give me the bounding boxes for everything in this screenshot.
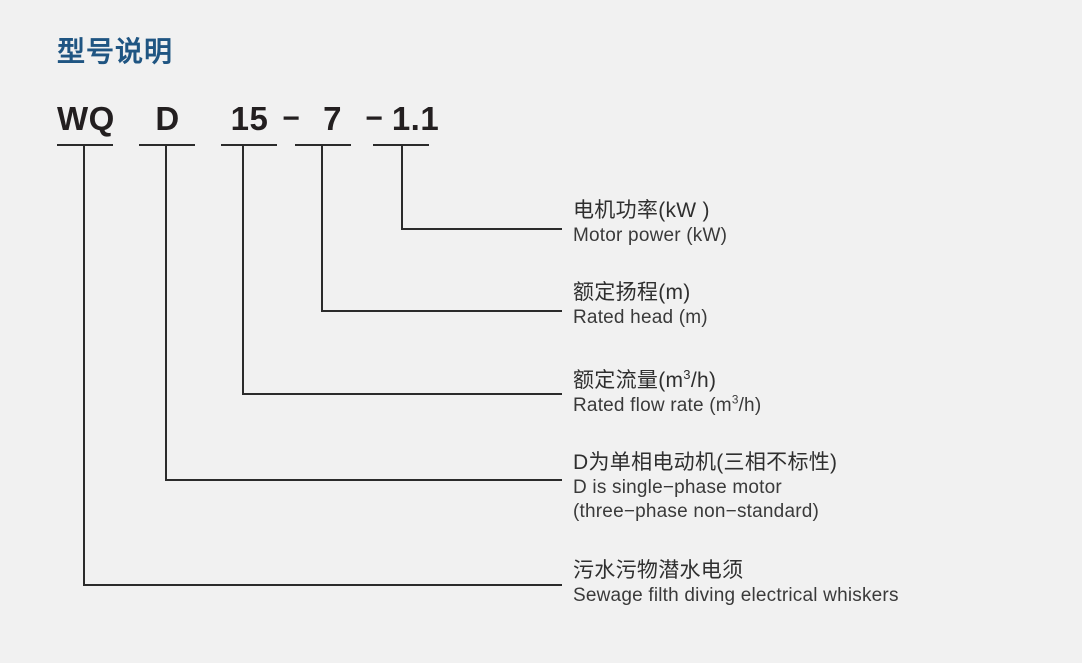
callout-single-phase-motor: D为单相电动机(三相不标性) D is single−phase motor (…: [573, 450, 837, 524]
callout-rated-flow-rate: 额定流量(m3/h) Rated flow rate (m3/h): [573, 368, 761, 418]
callout-rated-flow-rate-cn-prefix: 额定流量(m: [573, 369, 684, 392]
callout-sewage-submersible-pump: 污水污物潜水电须 Sewage filth diving electrical …: [573, 558, 899, 608]
callout-single-phase-motor-cn: D为单相电动机(三相不标性): [573, 451, 838, 474]
code-segment-1-1: 1.1: [391, 100, 440, 137]
model-code-row: WQ D 15 − 7 − 1.1: [57, 99, 444, 141]
callout-rated-head: 额定扬程(m) Rated head (m): [573, 280, 708, 330]
callout-rated-flow-rate-en-superscript: 3: [731, 393, 739, 407]
callout-rated-head-en: Rated head (m): [573, 307, 708, 328]
callout-rated-flow-rate-en-prefix: Rated flow rate (m: [573, 395, 732, 416]
code-segment-wq: WQ: [57, 100, 115, 137]
callout-single-phase-motor-en: D is single−phase motor: [573, 477, 782, 498]
code-separator-1: −: [282, 102, 300, 135]
leader-line-motor-power: [400, 145, 562, 231]
code-segment-15: 15: [230, 100, 269, 137]
code-segment-d: D: [155, 100, 180, 137]
leader-line-single-phase-motor: [164, 145, 562, 482]
callout-single-phase-motor-en2: (three−phase non−standard): [573, 501, 820, 522]
leader-line-rated-flow-rate: [241, 145, 562, 396]
callout-rated-flow-rate-en: Rated flow rate (m3/h): [573, 394, 761, 418]
leader-line-sewage-submersible-pump: [82, 145, 562, 587]
callout-rated-head-cn: 额定扬程(m): [573, 281, 691, 304]
leader-line-rated-head: [320, 145, 562, 313]
callout-rated-flow-rate-cn-superscript: 3: [683, 367, 691, 382]
page-title: 型号说明: [57, 36, 174, 67]
callout-sewage-submersible-pump-en: Sewage filth diving electrical whiskers: [573, 585, 899, 606]
callout-motor-power-cn: 电机功率(kW ): [573, 199, 710, 222]
callout-motor-power: 电机功率(kW ) Motor power (kW): [573, 198, 727, 248]
code-separator-2: −: [365, 102, 383, 135]
callout-rated-flow-rate-cn-suffix: /h): [690, 369, 717, 392]
code-segment-7: 7: [323, 100, 342, 137]
callout-motor-power-en: Motor power (kW): [573, 225, 728, 246]
callout-rated-flow-rate-en-suffix: /h): [738, 395, 762, 416]
callout-sewage-submersible-pump-cn: 污水污物潜水电须: [573, 559, 744, 582]
callout-rated-flow-rate-cn: 额定流量(m3/h): [573, 368, 761, 394]
